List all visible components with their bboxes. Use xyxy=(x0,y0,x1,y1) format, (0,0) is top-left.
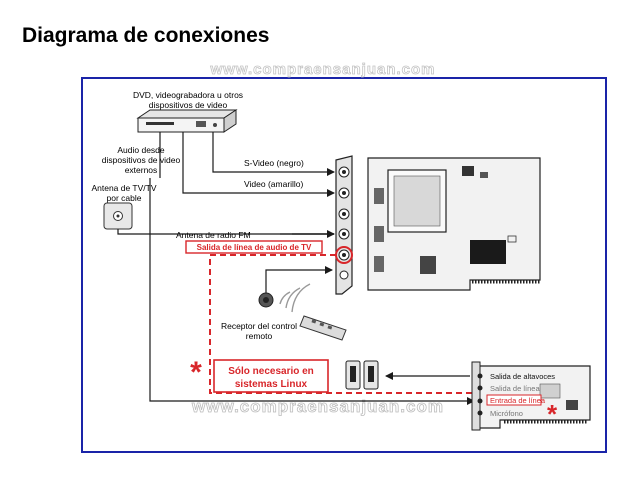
antenna-wall-jack-icon xyxy=(103,202,133,230)
dvd-player-icon xyxy=(136,109,238,133)
audio-label-line1: Audio desde xyxy=(117,145,165,155)
sound-card-asterisk: * xyxy=(547,399,558,429)
linux-asterisk: * xyxy=(190,356,202,389)
signal-waves-icon xyxy=(279,283,311,313)
audio-plug-left-icon xyxy=(345,360,361,390)
remote-control-icon xyxy=(299,315,347,341)
tv-audio-out-box xyxy=(185,240,323,254)
mic-label: Micrófono xyxy=(490,409,523,418)
linux-note-line1: Sólo necesario en xyxy=(228,366,314,377)
line-in-label: Entrada de línea xyxy=(490,396,546,405)
tv-tuner-card-icon xyxy=(367,157,541,291)
page-title: Diagrama de conexiones xyxy=(22,24,270,47)
watermark-top: www.compraensanjuan.com xyxy=(210,61,436,78)
dvd-label-line2: dispositivos de video xyxy=(149,100,228,110)
audio-plug-right-icon xyxy=(363,360,379,390)
receiver-label-line2: remoto xyxy=(246,331,273,341)
dvd-label-line1: DVD, videograbadora u otros xyxy=(133,90,243,100)
remote-receiver-icon xyxy=(258,292,274,308)
line-in-box xyxy=(486,394,542,406)
linux-note-line2: sistemas Linux xyxy=(235,379,308,390)
audio-label-line2: dispositivos de video xyxy=(102,155,181,165)
linux-dashed-route xyxy=(209,254,474,394)
svideo-label: S-Video (negro) xyxy=(244,158,304,168)
watermark-bottom: www.compraensanjuan.com xyxy=(191,397,444,416)
antenna-label-line2: por cable xyxy=(107,193,142,203)
audio-label-line3: externos xyxy=(125,165,158,175)
line-out-label: Salida de línea xyxy=(490,384,540,393)
fm-antenna-label: Antena de radio FM xyxy=(176,230,251,240)
tv-audio-out-label: Salida de línea de audio de TV xyxy=(197,243,312,252)
video-label: Video (amarillo) xyxy=(244,179,304,189)
speaker-out-label: Salida de altavoces xyxy=(490,372,555,381)
receiver-label-line1: Receptor del control xyxy=(221,321,297,331)
antenna-label-line1: Antena de TV/TV xyxy=(91,183,156,193)
card-bracket-icon xyxy=(335,155,353,295)
linux-note-box xyxy=(213,359,329,393)
